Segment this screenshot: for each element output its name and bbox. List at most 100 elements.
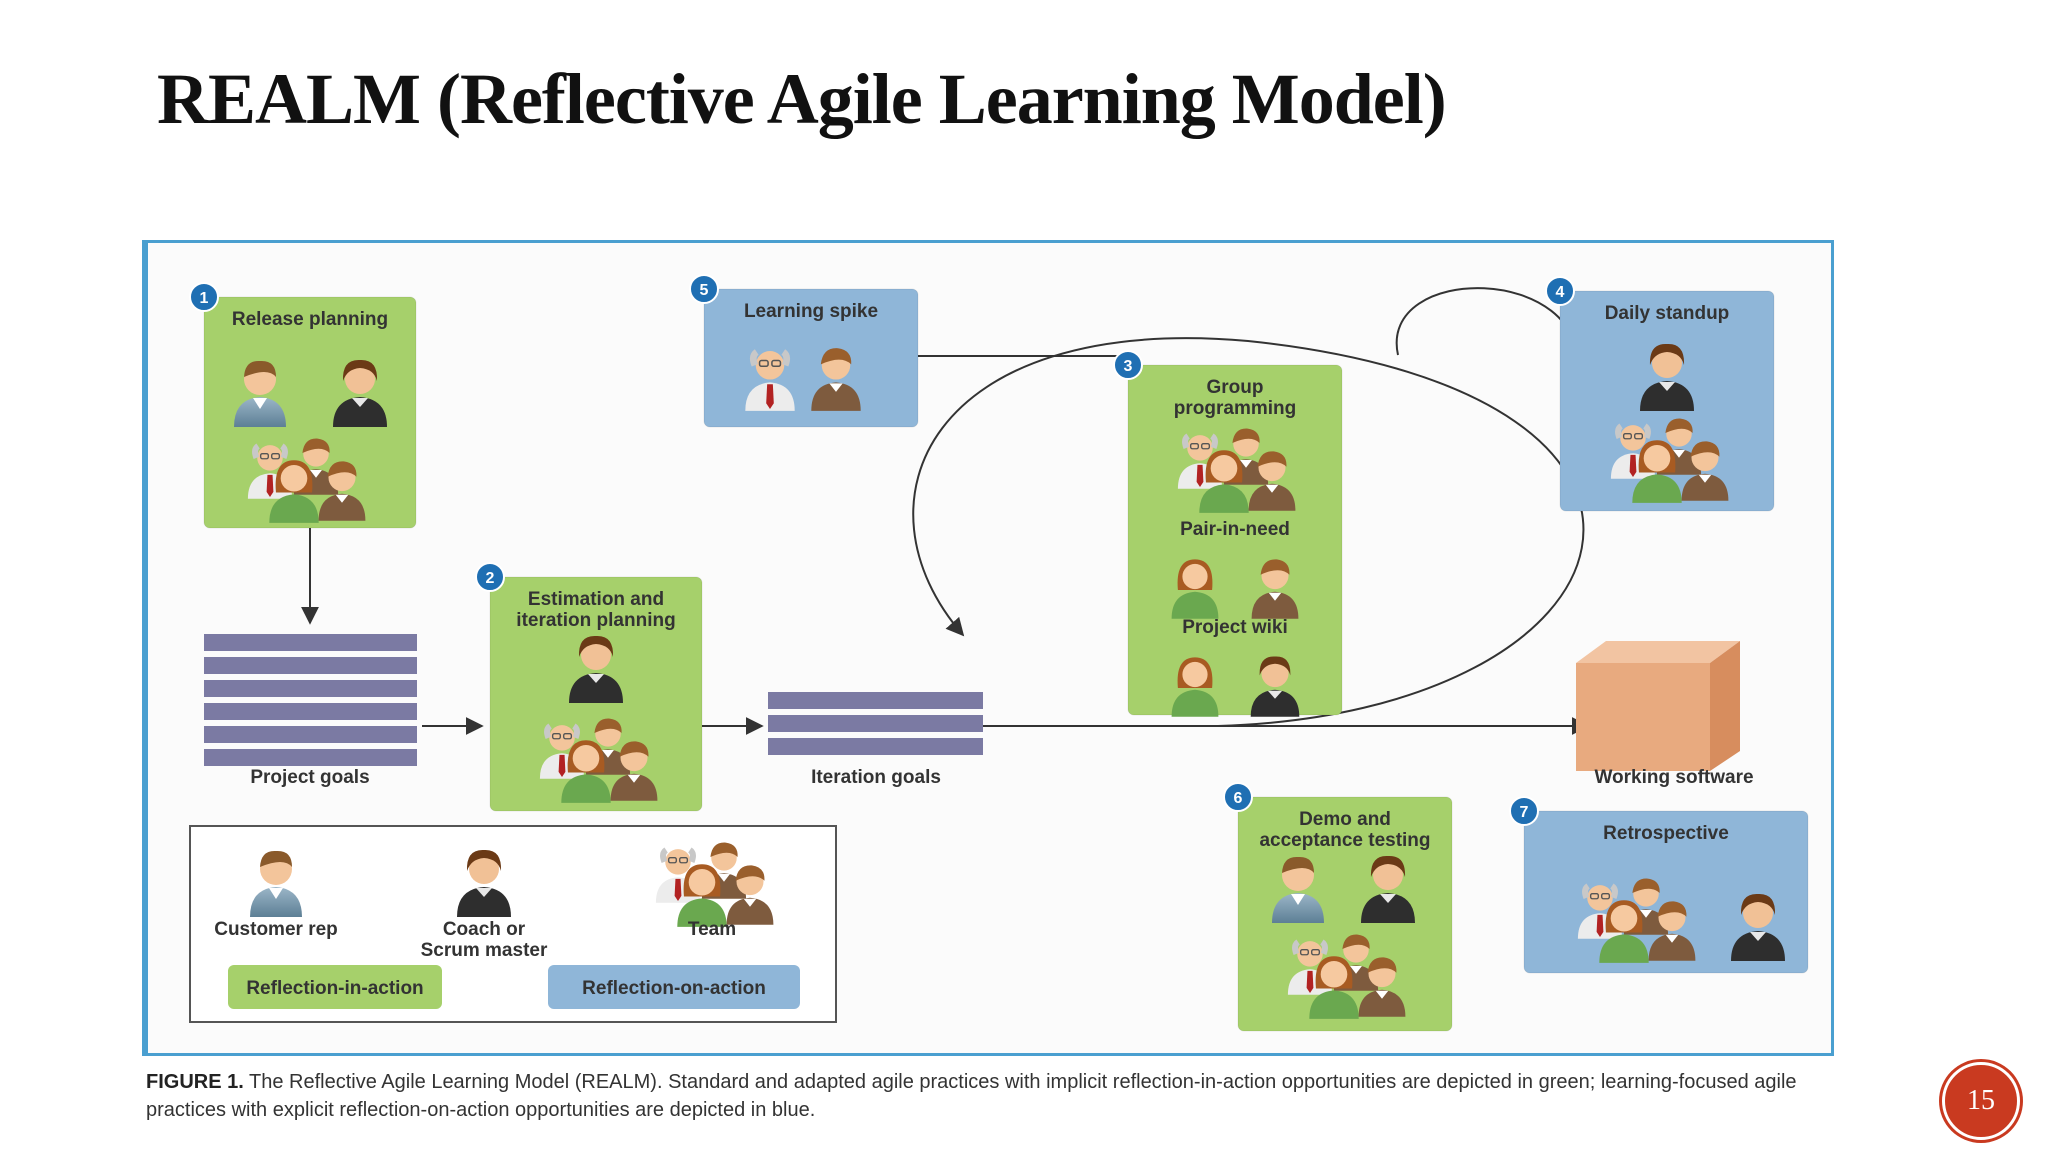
woman-person-icon	[677, 864, 727, 927]
node-estimation-badge: 2	[475, 562, 505, 592]
node-group-box	[1127, 364, 1343, 716]
woman-person-icon	[1171, 657, 1219, 717]
iteration-goals-stripe	[768, 715, 983, 732]
node-standup-badge: 4	[1545, 276, 1575, 306]
group-subsection-title: Project wiki	[1182, 617, 1288, 638]
team-member-person-icon	[610, 741, 658, 801]
working-software-box-icon	[1576, 641, 1740, 771]
node-estimation-title: iteration planning	[516, 610, 675, 631]
team-group-icon	[1610, 418, 1729, 503]
team-member-person-icon	[318, 461, 366, 521]
legend-reflection-in-action-swatch	[228, 965, 442, 1009]
iteration-goals-stripe	[768, 692, 983, 709]
node-estimation-title: Estimation and	[528, 589, 664, 610]
woman-person-icon	[269, 460, 319, 523]
customer-rep-person-icon	[1272, 856, 1324, 923]
node-release-box	[203, 296, 417, 529]
node-retro: Retrospective	[1523, 810, 1809, 974]
legend-coach-label: Scrum master	[421, 940, 548, 961]
label-working-software: Working software	[1594, 767, 1753, 788]
node-demo-box	[1237, 796, 1453, 1032]
svg-text:6: 6	[1234, 790, 1243, 807]
legend-reflection-on-action-label: Reflection-on-action	[582, 978, 766, 999]
svg-text:3: 3	[1124, 358, 1133, 375]
legend-reflection-on-action-swatch	[548, 965, 800, 1009]
team-member-person-icon	[1358, 957, 1406, 1017]
woman-person-icon	[561, 740, 611, 803]
woman-person-icon	[1199, 450, 1249, 513]
team-group-icon	[655, 842, 774, 927]
legend-reflection-in-action-label: Reflection-in-action	[246, 978, 423, 999]
svg-text:5: 5	[700, 282, 709, 299]
project-goals-stripe	[204, 703, 417, 720]
node-group-title: programming	[1174, 398, 1296, 419]
coach-person-icon	[1731, 893, 1785, 961]
node-spike-badge: 5	[689, 274, 719, 304]
svg-text:4: 4	[1556, 284, 1565, 301]
node-group-title: Group	[1207, 377, 1264, 398]
label-iteration-goals: Iteration goals	[811, 767, 941, 788]
iteration-loop-arrow	[912, 337, 1585, 727]
legend-team-label: Team	[688, 919, 736, 940]
team-member-person-icon	[1251, 559, 1299, 619]
node-standup: Daily standup	[1559, 290, 1775, 512]
node-release-title: Release planning	[232, 309, 388, 330]
svg-text:2: 2	[486, 570, 495, 587]
figure-caption: FIGURE 1. The Reflective Agile Learning …	[146, 1068, 1846, 1124]
node-retro-title: Retrospective	[1603, 823, 1729, 844]
project-goals-stack	[204, 634, 417, 766]
project-goals-stripe	[204, 749, 417, 766]
node-retro-badge: 7	[1509, 796, 1539, 826]
node-demo-title: Demo and	[1299, 809, 1391, 830]
project-goals-stripe	[204, 657, 417, 674]
legend-customer-rep-label: Customer rep	[214, 919, 338, 940]
node-standup-title: Daily standup	[1605, 303, 1730, 324]
caption-text: The Reflective Agile Learning Model (REA…	[146, 1071, 1797, 1121]
node-spike-title: Learning spike	[744, 301, 878, 322]
label-project-goals: Project goals	[250, 767, 369, 788]
legend-coach-label: Coach or	[443, 919, 526, 940]
woman-person-icon	[1171, 559, 1219, 619]
caption-label: FIGURE 1.	[146, 1071, 244, 1093]
team-member-person-icon	[811, 348, 861, 411]
team-member-person-icon	[1648, 901, 1696, 961]
team-member-person-icon	[1681, 441, 1729, 501]
project-goals-stripe	[204, 634, 417, 651]
coach-person-icon	[569, 635, 623, 703]
team-member-person-icon	[726, 865, 774, 925]
team-group-icon	[539, 718, 658, 803]
page-number-badge: 15	[1942, 1062, 2020, 1140]
slide-title: REALM (Reflective Agile Learning Model)	[157, 59, 1447, 139]
coach-person-icon	[333, 359, 387, 427]
group-subsection-title: Pair-in-need	[1180, 519, 1290, 540]
node-spike: Learning spike	[703, 288, 919, 428]
customer-rep-person-icon	[250, 850, 302, 917]
node-demo-badge: 6	[1223, 782, 1253, 812]
woman-person-icon	[1632, 440, 1682, 503]
coach-person-icon	[1361, 855, 1415, 923]
node-demo-title: acceptance testing	[1259, 830, 1430, 851]
team-group-icon	[1577, 878, 1696, 963]
svg-text:1: 1	[200, 290, 209, 307]
woman-person-icon	[1309, 956, 1359, 1019]
coach-person-icon	[1250, 656, 1300, 717]
connectors	[301, 287, 1590, 735]
coach-person-icon	[1640, 343, 1694, 411]
project-goals-stripe	[204, 680, 417, 697]
team-group-icon	[1287, 934, 1406, 1019]
svg-text:7: 7	[1520, 804, 1529, 821]
team-member-person-icon	[1248, 451, 1296, 511]
elder-person-icon	[745, 349, 795, 411]
customer-rep-person-icon	[234, 360, 286, 427]
node-group-badge: 3	[1113, 350, 1143, 380]
node-release: Release planning	[203, 296, 417, 529]
team-group-icon	[247, 438, 366, 523]
project-goals-stripe	[204, 726, 417, 743]
team-group-icon	[1177, 428, 1296, 513]
iteration-goals-stripe	[768, 738, 983, 755]
coach-person-icon	[457, 849, 511, 917]
